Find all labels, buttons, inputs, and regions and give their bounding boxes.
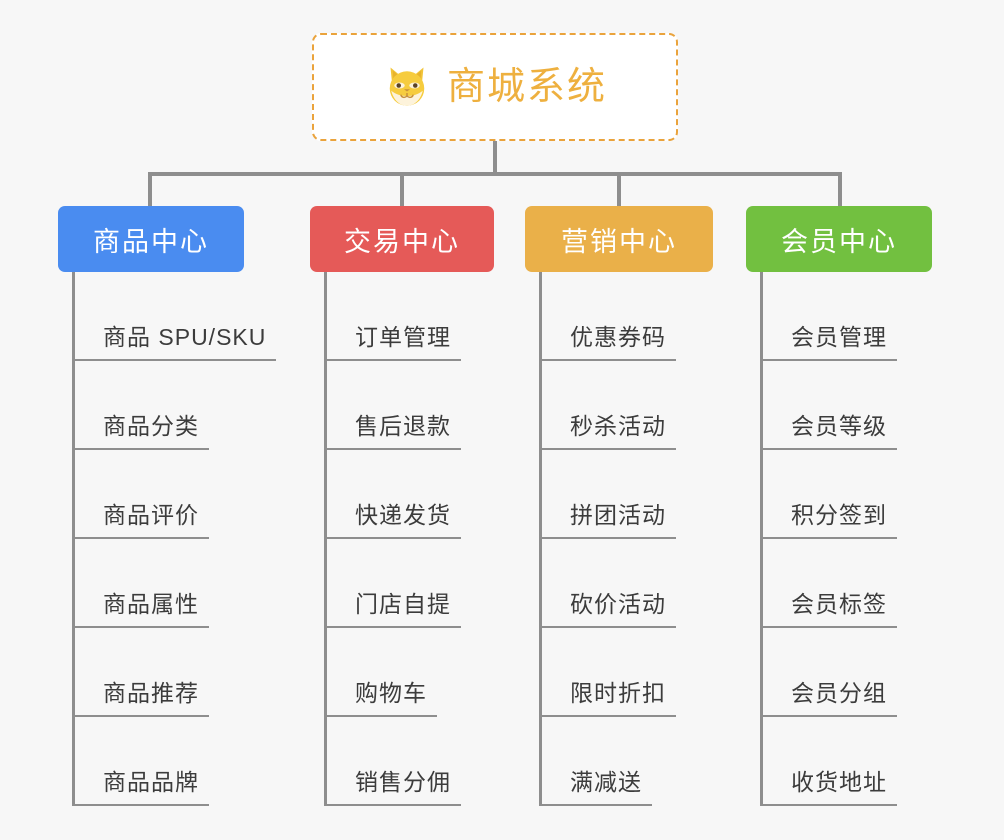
shiba-dog-icon [389, 67, 425, 108]
leaf-item[interactable]: 限时折扣 [542, 628, 713, 717]
leaf-item[interactable]: 收货地址 [763, 717, 932, 806]
leaf-label: 会员分组 [763, 679, 897, 717]
leaf-label: 商品属性 [75, 590, 209, 628]
leaf-item[interactable]: 会员分组 [763, 628, 932, 717]
connector-horizontal-bus [148, 172, 842, 176]
root-node-mall-system[interactable]: 商城系统 [312, 33, 678, 141]
branch-header-marketing-center[interactable]: 营销中心 [525, 206, 713, 272]
leaf-label: 收货地址 [763, 768, 897, 806]
leaf-label: 购物车 [327, 679, 437, 717]
root-node-label: 商城系统 [446, 66, 607, 108]
leaf-list-marketing-center: 优惠券码 秒杀活动 拼团活动 砍价活动 限时折扣 满减送 [539, 272, 713, 806]
leaf-list-product-center: 商品 SPU/SKU 商品分类 商品评价 商品属性 商品推荐 商品品牌 [72, 272, 277, 806]
branch-label: 商品中心 [93, 226, 209, 257]
leaf-item[interactable]: 会员等级 [763, 361, 932, 450]
leaf-label: 秒杀活动 [542, 412, 676, 450]
leaf-item[interactable]: 砍价活动 [542, 539, 713, 628]
leaf-item[interactable]: 销售分佣 [327, 717, 494, 806]
leaf-item[interactable]: 门店自提 [327, 539, 494, 628]
connector-drop-2 [400, 172, 404, 208]
leaf-label: 商品品牌 [75, 768, 209, 806]
leaf-label: 砍价活动 [542, 590, 676, 628]
leaf-label: 商品评价 [75, 501, 209, 539]
leaf-item[interactable]: 会员标签 [763, 539, 932, 628]
leaf-label: 快递发货 [327, 501, 461, 539]
leaf-item[interactable]: 商品品牌 [75, 717, 244, 806]
leaf-item[interactable]: 秒杀活动 [542, 361, 713, 450]
branch-member-center: 会员中心 会员管理 会员等级 积分签到 会员标签 会员分组 收货地址 [746, 206, 932, 806]
leaf-item[interactable]: 商品评价 [75, 450, 244, 539]
branch-label: 会员中心 [781, 226, 897, 257]
leaf-label: 限时折扣 [542, 679, 676, 717]
connector-drop-1 [148, 172, 152, 208]
leaf-label: 订单管理 [327, 323, 461, 361]
leaf-label: 商品推荐 [75, 679, 209, 717]
leaf-label: 积分签到 [763, 501, 897, 539]
leaf-label: 会员管理 [763, 323, 897, 361]
branch-marketing-center: 营销中心 优惠券码 秒杀活动 拼团活动 砍价活动 限时折扣 满减送 [525, 206, 713, 806]
leaf-item[interactable]: 购物车 [327, 628, 494, 717]
connector-drop-3 [617, 172, 621, 208]
leaf-label: 售后退款 [327, 412, 461, 450]
leaf-label: 商品 SPU/SKU [75, 323, 277, 361]
leaf-item[interactable]: 售后退款 [327, 361, 494, 450]
leaf-item[interactable]: 会员管理 [763, 272, 932, 361]
branch-label: 交易中心 [344, 226, 460, 257]
leaf-item[interactable]: 优惠券码 [542, 272, 713, 361]
branch-header-product-center[interactable]: 商品中心 [58, 206, 244, 272]
leaf-label: 销售分佣 [327, 768, 461, 806]
leaf-item[interactable]: 拼团活动 [542, 450, 713, 539]
branch-trade-center: 交易中心 订单管理 售后退款 快递发货 门店自提 购物车 销售分佣 [310, 206, 494, 806]
leaf-label: 会员等级 [763, 412, 897, 450]
leaf-list-trade-center: 订单管理 售后退款 快递发货 门店自提 购物车 销售分佣 [324, 272, 494, 806]
leaf-item[interactable]: 商品推荐 [75, 628, 244, 717]
leaf-label: 商品分类 [75, 412, 209, 450]
branch-header-member-center[interactable]: 会员中心 [746, 206, 932, 272]
leaf-item[interactable]: 订单管理 [327, 272, 494, 361]
leaf-item[interactable]: 满减送 [542, 717, 713, 806]
branch-header-trade-center[interactable]: 交易中心 [310, 206, 494, 272]
leaf-label: 优惠券码 [542, 323, 676, 361]
leaf-item[interactable]: 商品 SPU/SKU [75, 272, 277, 361]
leaf-label: 会员标签 [763, 590, 897, 628]
leaf-label: 门店自提 [327, 590, 461, 628]
connector-root-stem [493, 141, 497, 174]
leaf-item[interactable]: 商品属性 [75, 539, 244, 628]
leaf-label: 满减送 [542, 768, 652, 806]
connector-drop-4 [838, 172, 842, 208]
branch-product-center: 商品中心 商品 SPU/SKU 商品分类 商品评价 商品属性 商品推荐 商品品牌 [58, 206, 277, 806]
leaf-item[interactable]: 积分签到 [763, 450, 932, 539]
leaf-item[interactable]: 商品分类 [75, 361, 244, 450]
leaf-list-member-center: 会员管理 会员等级 积分签到 会员标签 会员分组 收货地址 [760, 272, 932, 806]
leaf-label: 拼团活动 [542, 501, 676, 539]
branch-label: 营销中心 [561, 226, 677, 257]
leaf-item[interactable]: 快递发货 [327, 450, 494, 539]
